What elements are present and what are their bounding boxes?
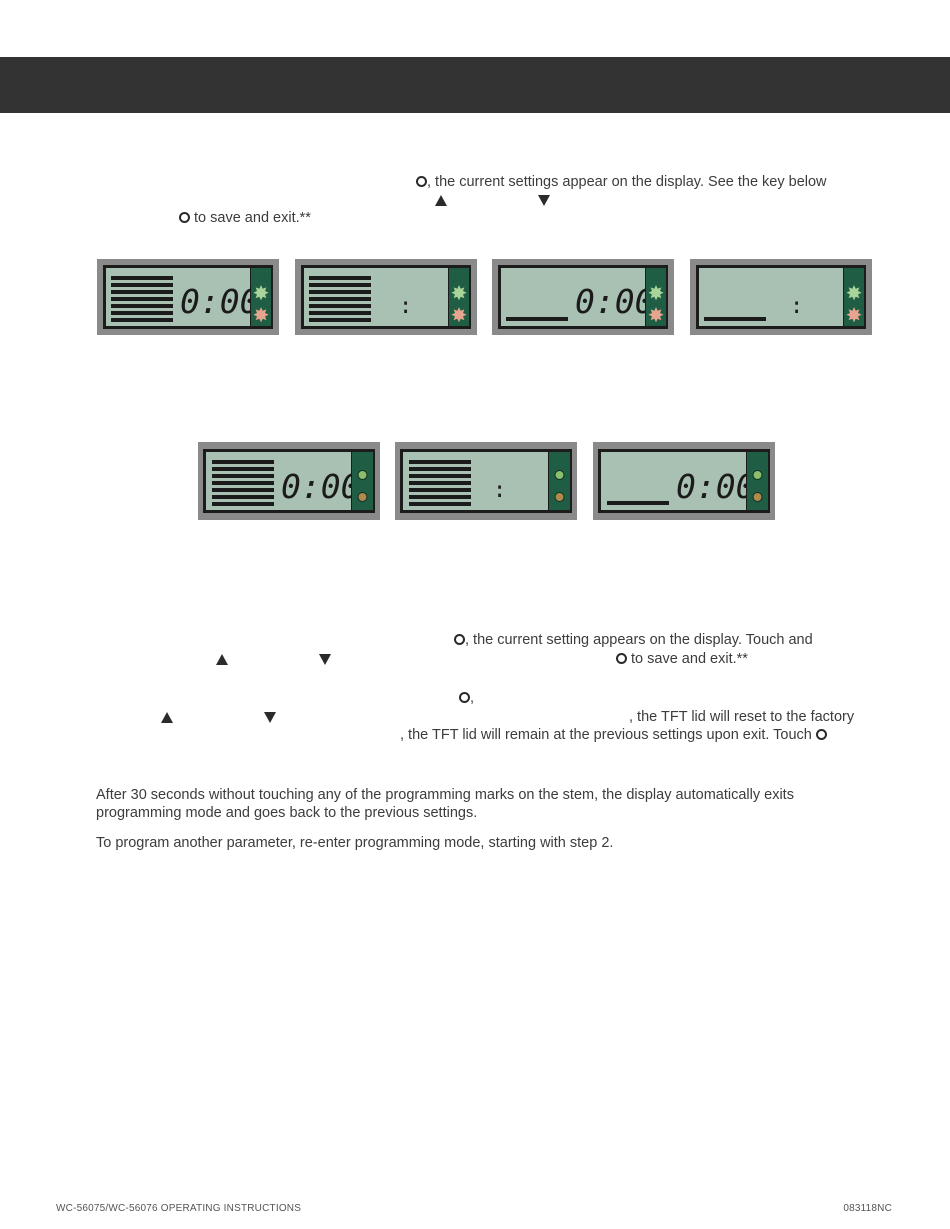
lcd-display-7: 0:00 (593, 442, 775, 520)
lcd-display-2: : ✸ ✸ (295, 259, 477, 335)
section2-line1: , the current setting appears on the dis… (454, 632, 813, 649)
lcd-time-4: : (790, 294, 803, 319)
led-dot-icon (752, 470, 763, 480)
led-dot-icon (752, 492, 763, 502)
up-arrow-icon (435, 195, 447, 206)
header-bar (0, 57, 950, 113)
circle-icon (815, 729, 827, 740)
led-star-icon: ✸ (846, 303, 863, 327)
section2-line3: , (459, 690, 474, 707)
lcd-time-2: : (399, 294, 412, 319)
led-star-icon: ✸ (648, 281, 665, 305)
lcd-time-7: 0:00 (676, 467, 755, 506)
circle-icon (454, 634, 465, 645)
lcd-time-6: : (493, 478, 506, 503)
circle-icon (459, 692, 470, 703)
down-arrow-icon (538, 195, 550, 206)
lcd-display-6: : (395, 442, 577, 520)
lcd-time-3: 0:00 (575, 282, 654, 321)
lcd-display-1: 0:00 ✸ ✸ (97, 259, 279, 335)
section1-line1: , the current settings appear on the dis… (416, 174, 827, 191)
another-parameter-note: To program another parameter, re-enter p… (96, 835, 614, 851)
circle-icon (179, 212, 190, 223)
up-arrow-icon (161, 712, 173, 723)
led-star-icon: ✸ (648, 303, 665, 327)
footer-document-code: 083118NC (843, 1203, 892, 1214)
footer-document-title: WC-56075/WC-56076 OPERATING INSTRUCTIONS (56, 1203, 302, 1214)
lcd-display-4: : ✸ ✸ (690, 259, 872, 335)
lcd-time-5: 0:00 (281, 467, 360, 506)
led-star-icon: ✸ (253, 303, 270, 327)
auto-exit-note: After 30 seconds without touching any of… (96, 787, 794, 821)
led-star-icon: ✸ (846, 281, 863, 305)
up-arrow-icon (216, 654, 228, 665)
led-dot-icon (554, 492, 565, 502)
section2-line2: to save and exit.** (616, 651, 748, 668)
led-dot-icon (554, 470, 565, 480)
down-arrow-icon (264, 712, 276, 723)
section1-line3: to save and exit.** (179, 210, 311, 227)
led-star-icon: ✸ (253, 281, 270, 305)
section2-line5: , the TFT lid will remain at the previou… (400, 727, 827, 744)
section2-line4: , the TFT lid will reset to the factory (629, 709, 855, 725)
lcd-display-3: 0:00 ✸ ✸ (492, 259, 674, 335)
led-star-icon: ✸ (451, 281, 468, 305)
circle-icon (416, 176, 427, 187)
lcd-time-1: 0:00 (180, 282, 259, 321)
down-arrow-icon (319, 654, 331, 665)
led-dot-icon (357, 470, 368, 480)
led-dot-icon (357, 492, 368, 502)
circle-icon (616, 653, 627, 664)
lcd-display-5: 0:00 (198, 442, 380, 520)
led-star-icon: ✸ (451, 303, 468, 327)
